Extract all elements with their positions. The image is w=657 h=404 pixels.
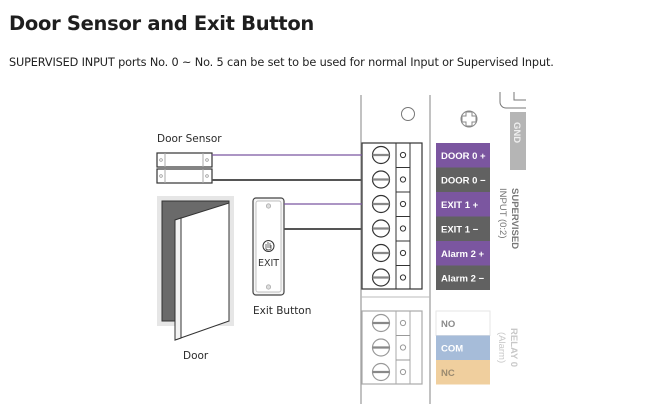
terminal-label-2: EXIT 1 + [436, 192, 490, 217]
supervised-group-label-line2: INPUT (0:2) [497, 188, 508, 239]
terminal-label-text: Alarm 2 − [441, 274, 484, 285]
gnd-connector-outline [499, 92, 526, 109]
door-label: Door [183, 350, 209, 362]
relay-label-1: COM [436, 335, 490, 360]
supervised-screw-2[interactable] [371, 194, 407, 214]
gnd-block [510, 112, 526, 170]
terminal-label-text: DOOR 0 − [441, 176, 486, 187]
relay-label-2: NC [436, 360, 490, 385]
supervised-screw-3[interactable] [371, 219, 407, 238]
supervised-screw-4[interactable] [371, 243, 407, 263]
exit-button-icon [252, 197, 285, 296]
terminal-label-4: Alarm 2 + [436, 241, 490, 266]
relay-screw-1[interactable] [371, 338, 407, 357]
supervised-screw-5[interactable] [371, 268, 407, 287]
door-sensor-icon [156, 152, 213, 184]
mounting-hole-icon [401, 107, 415, 121]
relay-group-label-line2: (Alarm) [496, 332, 507, 363]
supervised-screw-1[interactable] [371, 170, 407, 189]
relay-label-0: NO [435, 310, 491, 336]
supervised-group-label-line1: SUPERVISED [509, 188, 520, 249]
screw-icon [460, 110, 478, 128]
terminal-label-0: DOOR 0 + [436, 143, 490, 168]
relay-screw-0[interactable] [371, 313, 407, 333]
relay-label-text: COM [441, 344, 463, 355]
terminal-label-text: Alarm 2 + [441, 249, 484, 260]
terminal-label-text: DOOR 0 + [441, 151, 486, 162]
page-title: Door Sensor and Exit Button [9, 12, 314, 35]
relay-screw-2[interactable] [371, 362, 407, 382]
gnd-label: GND [511, 122, 522, 143]
exit-button-label: Exit Button [253, 305, 311, 317]
relay-terminal-block [361, 310, 423, 385]
relay-label-text: NO [441, 319, 455, 330]
supervised-screw-0[interactable] [371, 145, 407, 165]
terminal-label-text: EXIT 1 − [441, 225, 479, 236]
page-description: SUPERVISED INPUT ports No. 0 ~ No. 5 can… [9, 56, 554, 69]
relay-group-label-line1: RELAY 0 [508, 328, 519, 367]
exit-text: EXIT [258, 258, 279, 269]
door-sensor-label: Door Sensor [157, 133, 222, 145]
terminal-label-3: EXIT 1 − [436, 216, 490, 241]
supervised-terminal-block [361, 142, 423, 290]
door-icon [157, 196, 234, 341]
terminal-label-1: DOOR 0 − [436, 167, 490, 192]
relay-label-text: NC [441, 368, 455, 379]
terminal-label-5: Alarm 2 − [436, 265, 490, 290]
terminal-label-text: EXIT 1 + [441, 200, 479, 211]
